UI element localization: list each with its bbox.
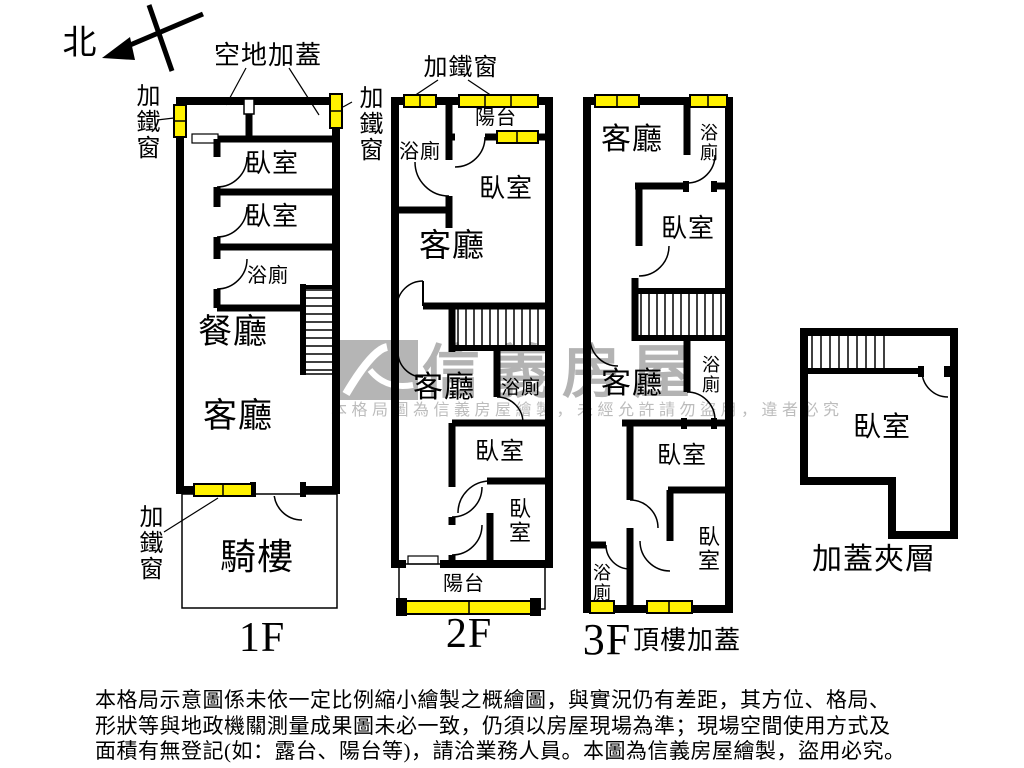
door-arcs-2f <box>396 136 524 556</box>
staircase-mezzanine <box>804 336 922 374</box>
watermark-brand-text: 信義房屋 <box>422 340 703 405</box>
floor-3f-walls <box>583 94 733 614</box>
staircase-3f <box>631 278 729 341</box>
floor-label-3f: 3F <box>582 615 632 664</box>
disclaimer-text: 本格局示意圖係未依一定比例縮小繪製之概繪圖，與實況仍有差距，其方位、格局、 形狀… <box>95 688 955 765</box>
disclaimer-line-2: 形狀等與地政機關測量成果圖未必一致，仍須以房屋現場為準；現場空間使用方式及 <box>95 713 891 738</box>
room-label-2f-living-lower: 客廳 <box>413 371 475 404</box>
floor-1f-walls <box>173 93 343 609</box>
room-label-1f-bath: 浴廁 <box>247 265 289 287</box>
room-label-1f-living: 客廳 <box>203 398 273 435</box>
mezzanine-walls <box>800 328 958 539</box>
room-label-1f-bedroom-b: 臥室 <box>244 202 300 231</box>
arcade-outline <box>181 493 338 609</box>
north-label: 北 <box>62 25 98 62</box>
room-label-2f-bedroom-low: 臥室 <box>506 497 531 545</box>
floor-label-3f-suffix: 頂樓加蓋 <box>632 626 742 655</box>
room-label-1f-dining: 餐廳 <box>198 314 268 351</box>
room-label-2f-bath-top: 浴廁 <box>399 141 441 163</box>
callout-iron-window-2f-left: 加鐵窗 <box>355 85 381 163</box>
disclaimer-line-1: 本格局示意圖係未依一定比例縮小繪製之概繪圖，與實況仍有差距，其方位、格局、 <box>95 688 891 712</box>
room-label-2f-balcony-bottom: 陽台 <box>443 573 485 595</box>
room-label-3f-living-mid: 客廳 <box>601 367 663 400</box>
floor-2f-walls <box>391 94 553 616</box>
room-label-2f-living-upper: 客廳 <box>418 227 486 263</box>
room-label-1f-arcade: 騎樓 <box>219 537 295 577</box>
callout-iron-window-1f-bottom: 加鐵窗 <box>135 504 161 582</box>
iron-window-markers-3f <box>589 94 728 614</box>
room-label-3f-bedroom-mid: 臥室 <box>657 443 707 469</box>
floor-label-2f: 2F <box>445 611 493 657</box>
iron-window-markers-2f <box>396 94 541 616</box>
room-label-3f-living-top: 客廳 <box>601 123 663 156</box>
door-arcs-3f <box>589 154 716 572</box>
room-label-3f-bedroom-low: 臥室 <box>695 525 720 573</box>
north-compass <box>102 4 204 72</box>
room-label-3f-bedroom-top: 臥室 <box>660 214 716 243</box>
room-label-3f-bath-mid: 浴廁 <box>700 355 720 395</box>
room-label-3f-bath-top: 浴廁 <box>698 123 718 163</box>
door-arcs-1f <box>216 156 303 521</box>
callout-iron-window-2f-top: 加鐵窗 <box>423 55 499 81</box>
staircase-1f <box>300 284 336 375</box>
room-label-2f-bath-lower: 浴廁 <box>500 377 542 399</box>
disclaimer-line-3: 面積有無登記(如：露台、陽台等)，請洽業務人員。本圖為信義房屋繪製，盜用必究。 <box>95 739 906 763</box>
sinyi-logo-mark <box>342 343 414 397</box>
room-label-2f-bedroom-top: 臥室 <box>478 174 534 203</box>
floor-label-mezzanine: 加蓋夾層 <box>812 543 936 576</box>
room-label-mezz-bedroom: 臥室 <box>852 412 912 443</box>
callout-vacant-cover: 空地加蓋 <box>213 41 323 70</box>
room-label-1f-bedroom-a: 臥室 <box>244 149 300 178</box>
room-label-2f-balcony-top: 陽台 <box>475 107 517 129</box>
iron-window-markers-1f <box>173 93 343 497</box>
callout-iron-window-1f-left: 加鐵窗 <box>132 83 158 161</box>
room-label-3f-bath-low: 浴廁 <box>591 563 611 603</box>
room-label-2f-bedroom-mid: 臥室 <box>475 439 525 465</box>
floor-label-1f: 1F <box>238 615 286 661</box>
